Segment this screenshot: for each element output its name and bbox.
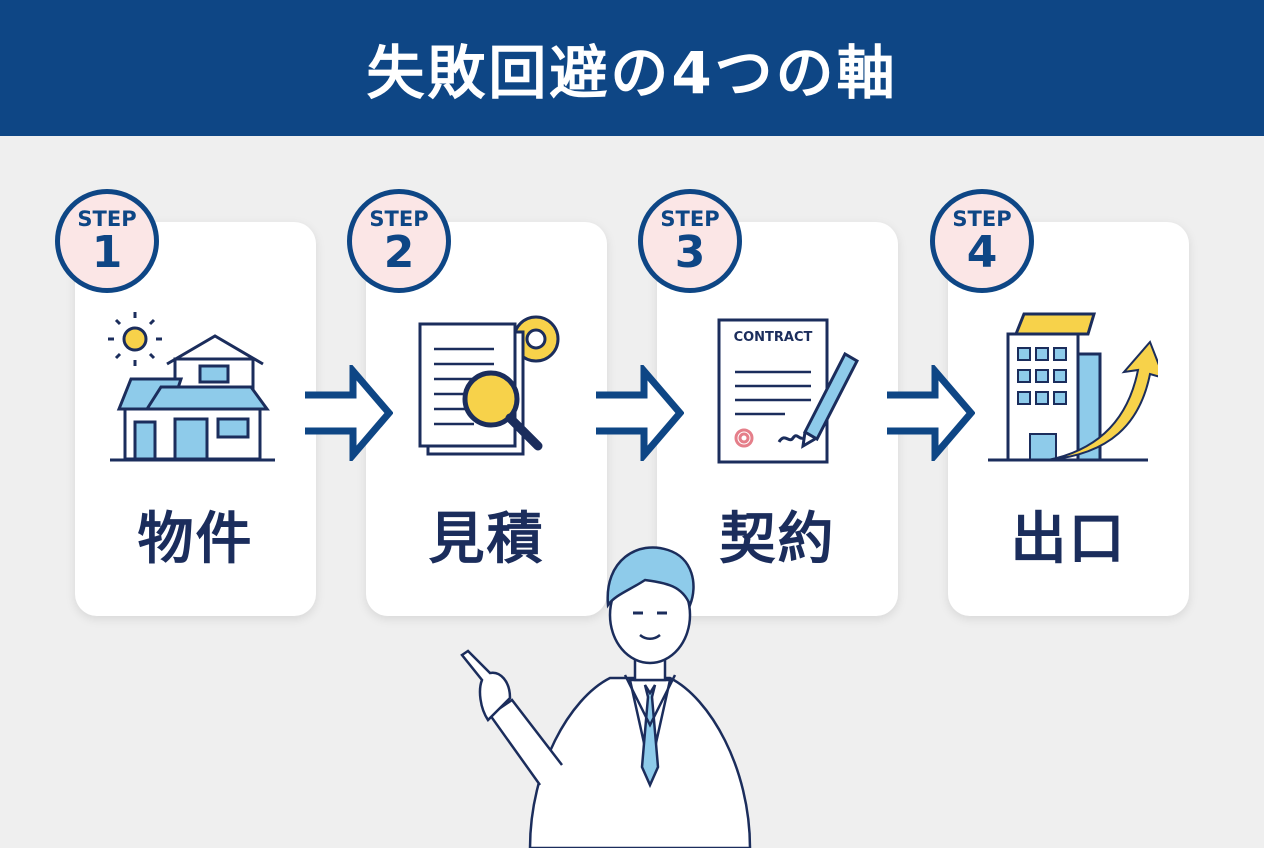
document-search-gear-icon <box>418 315 560 456</box>
step-badge-2: STEP 2 <box>347 189 451 293</box>
step-text: STEP <box>952 207 1012 231</box>
step-card-1: 物件 <box>75 222 316 616</box>
step-number: 1 <box>91 227 123 278</box>
step-badge-1: STEP 1 <box>55 189 159 293</box>
businessman-pointing-illustration <box>460 546 752 848</box>
step-badge-3: STEP 3 <box>638 189 742 293</box>
step-number: 3 <box>674 227 706 278</box>
contract-pen-icon <box>717 318 859 464</box>
arrow-right-icon <box>887 365 975 461</box>
step-label-3: 契約 <box>719 507 836 572</box>
step-text: STEP <box>660 207 720 231</box>
header-banner: 失敗回避の4つの軸 <box>0 0 1264 136</box>
step-number: 2 <box>383 227 415 278</box>
contract-title: CONTRACT <box>733 330 813 345</box>
house-icon <box>108 312 275 462</box>
step-text: STEP <box>369 207 429 231</box>
arrow-right-icon <box>305 365 393 461</box>
step-label-1: 物件 <box>137 507 254 572</box>
page-title: 失敗回避の4つの軸 <box>366 39 898 107</box>
arrow-right-icon <box>596 365 684 461</box>
step-number: 4 <box>966 227 998 278</box>
step-badge-4: STEP 4 <box>930 189 1034 293</box>
step-label-2: 見積 <box>428 507 545 572</box>
building-growth-icon <box>988 312 1158 462</box>
step-text: STEP <box>77 207 137 231</box>
step-label-4: 出口 <box>1010 507 1127 572</box>
